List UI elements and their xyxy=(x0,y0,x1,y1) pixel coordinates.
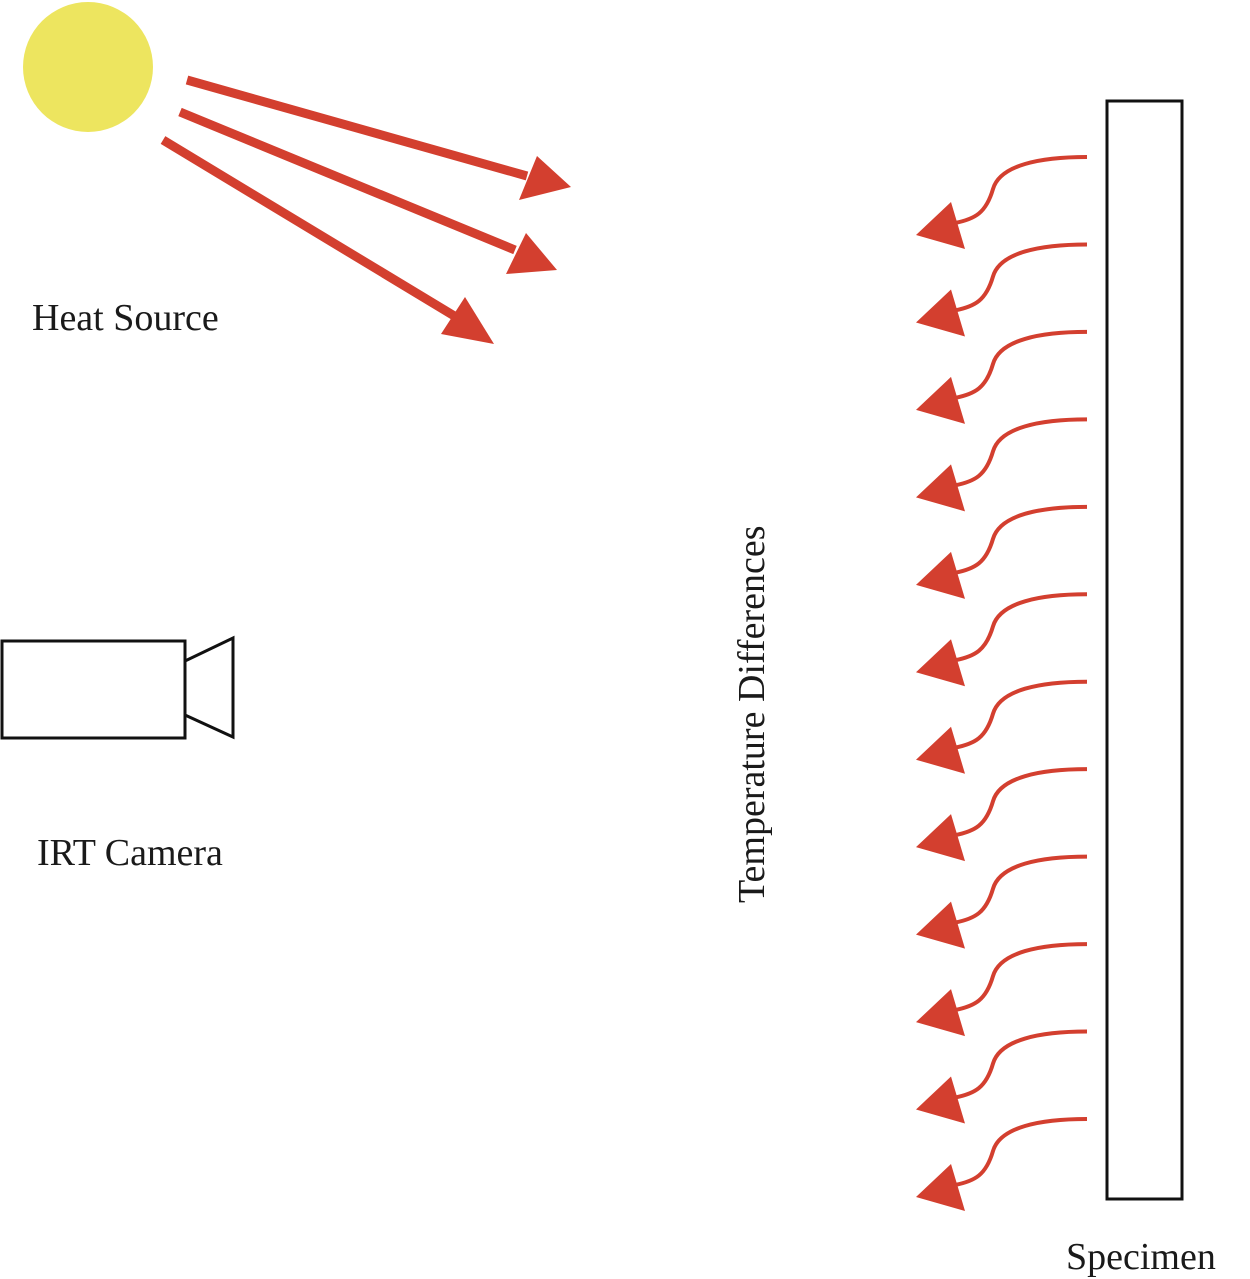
temperature-differences-label: Temperature Differences xyxy=(731,526,773,903)
emitted-arrow xyxy=(916,592,1088,687)
emitted-arrow xyxy=(916,504,1088,599)
emitted-arrow xyxy=(916,242,1088,337)
emitted-arrow xyxy=(916,1029,1088,1124)
emitted-arrow xyxy=(916,679,1088,774)
emitted-arrow xyxy=(916,942,1088,1037)
emitted-arrow xyxy=(916,417,1088,512)
emitted-arrow xyxy=(916,854,1088,949)
emitted-arrow xyxy=(916,329,1088,424)
heat-source-label: Heat Source xyxy=(32,297,219,339)
emitted-arrows xyxy=(916,155,1088,1211)
irt-camera-label: IRT Camera xyxy=(37,832,223,874)
incident-rays xyxy=(160,75,571,344)
emitted-arrow xyxy=(916,767,1088,862)
emitted-arrow xyxy=(916,155,1088,249)
incident-ray xyxy=(178,107,557,274)
sun-icon xyxy=(23,2,153,132)
specimen-plate xyxy=(1105,99,1184,1201)
incident-ray xyxy=(185,75,571,200)
specimen-label: Specimen xyxy=(1066,1236,1216,1278)
emitted-arrow xyxy=(916,1117,1088,1211)
video-camera-icon xyxy=(0,635,235,740)
incident-ray xyxy=(160,136,494,344)
